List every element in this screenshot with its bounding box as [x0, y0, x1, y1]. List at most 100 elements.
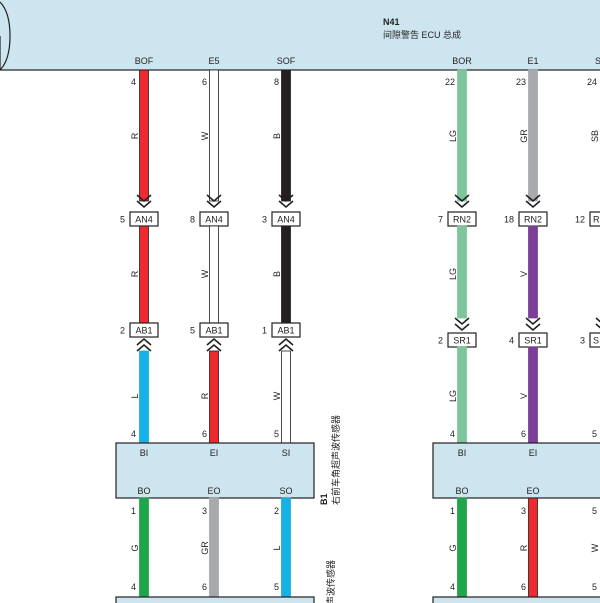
connector-chevron — [525, 317, 541, 332]
wire — [528, 225, 538, 319]
wire-code: GR — [200, 541, 210, 555]
connector-box — [199, 322, 229, 338]
wire — [528, 69, 538, 202]
connector-chevron — [278, 194, 294, 209]
wire — [528, 497, 538, 599]
connector-label: S — [593, 336, 599, 346]
wire-code: LG — [448, 390, 458, 402]
ecu-pin-label: S — [595, 56, 600, 66]
wire-code: W — [590, 543, 600, 552]
wire — [457, 69, 467, 202]
sensor-next-name: 声波传感器 — [325, 560, 337, 603]
connector-box — [271, 322, 301, 338]
pin-label: BO — [137, 486, 150, 496]
sensor-box-next-left — [115, 596, 315, 603]
ecu-pin-label: E1 — [527, 56, 538, 66]
pin-num: 4 — [450, 429, 455, 439]
connector-chevron — [454, 194, 470, 209]
wire-code: B — [272, 133, 282, 139]
connector-box — [129, 322, 159, 338]
connector-chevron — [136, 194, 152, 209]
pin-num: 4 — [450, 582, 455, 592]
pin-num: 5 — [592, 506, 597, 516]
pin-label: BI — [458, 448, 467, 458]
wire — [457, 346, 467, 444]
sensor-b1-name: 右前车角超声波传感器 — [330, 415, 342, 505]
wire-codes-bottom: G GR L G R W — [130, 541, 600, 555]
chevrons-upper — [136, 194, 541, 209]
pin-num: 6 — [521, 429, 526, 439]
ecu-pin-label: SOF — [277, 56, 296, 66]
ecu-id: N41 — [383, 17, 400, 27]
wire-codes-upper: R W B LG GR SB — [130, 129, 600, 143]
pin-label: EI — [210, 448, 219, 458]
wire — [281, 350, 291, 444]
wire-code: R — [130, 270, 140, 277]
connector-chevron — [595, 317, 600, 329]
connector-label: SR1 — [453, 336, 471, 346]
wire-code: R — [200, 392, 210, 399]
chevrons-ab1 — [136, 337, 294, 352]
connector-pin: 2 — [120, 326, 125, 336]
pin-num: 5 — [274, 429, 279, 439]
sensor-out-nums: 1 3 2 1 3 5 — [131, 506, 597, 516]
ecu-pin-nums: 4 6 8 22 23 24 — [131, 77, 597, 87]
ecu-pin-label: E5 — [208, 56, 219, 66]
connector-pin: 1 — [262, 326, 267, 336]
wire — [139, 497, 149, 599]
wire — [457, 497, 467, 599]
ecu-pin-num: 4 — [131, 77, 136, 87]
pin-label: EI — [529, 448, 538, 458]
pin-num: 4 — [131, 582, 136, 592]
pin-label: SI — [282, 448, 291, 458]
wire-code: LG — [448, 268, 458, 280]
connector-label: AN4 — [205, 215, 223, 225]
sensor-box-right — [432, 442, 600, 499]
ecu-box — [0, 0, 600, 71]
connector-label: AN4 — [135, 215, 153, 225]
connector-chevron — [278, 337, 294, 352]
wire-code: GR — [519, 129, 529, 143]
connector-row-ab1: AB1 2 AB1 5 AB1 1 — [120, 322, 301, 338]
wire-code: SB — [590, 130, 600, 142]
wire — [281, 497, 291, 599]
ecu-pin-label: BOF — [135, 56, 154, 66]
wire — [139, 69, 149, 202]
wire — [457, 225, 467, 319]
wire-code: W — [272, 391, 282, 400]
wire — [209, 350, 219, 444]
pin-num: 6 — [202, 582, 207, 592]
pin-num: 6 — [202, 429, 207, 439]
connector-label: RN2 — [453, 215, 471, 225]
pin-num: 1 — [131, 506, 136, 516]
connector-label: AB1 — [135, 326, 152, 336]
connector-pin: 8 — [190, 215, 195, 225]
sensor-box-next-right — [432, 596, 600, 603]
connector-label: AB1 — [277, 326, 294, 336]
connector-row-sr1: SR1 2 SR1 4 S 3 — [438, 332, 600, 348]
wire — [209, 497, 219, 599]
connector-label: RN2 — [524, 215, 542, 225]
wire-code: G — [130, 544, 140, 551]
ecu-box-corner — [0, 1, 11, 71]
wire-code: V — [519, 271, 529, 277]
wire-code: W — [200, 269, 210, 278]
wire-code: R — [519, 544, 529, 551]
sensor-in-labels: BI EI SI BI EI — [140, 448, 538, 458]
wire-code: L — [272, 545, 282, 550]
wire-code: G — [448, 544, 458, 551]
pin-label: BO — [455, 486, 468, 496]
connector-label: R — [593, 215, 600, 225]
connector-box — [589, 332, 600, 348]
pin-num: 6 — [521, 582, 526, 592]
pin-num: 5 — [274, 582, 279, 592]
connector-pin: 3 — [262, 215, 267, 225]
pin-num: 4 — [131, 429, 136, 439]
connector-pin: 2 — [438, 336, 443, 346]
ecu-pin-num: 22 — [445, 77, 455, 87]
connector-chevron — [136, 337, 152, 352]
connector-pin: 4 — [509, 336, 514, 346]
connector-pin: 18 — [504, 215, 514, 225]
wire-code: V — [519, 393, 529, 399]
